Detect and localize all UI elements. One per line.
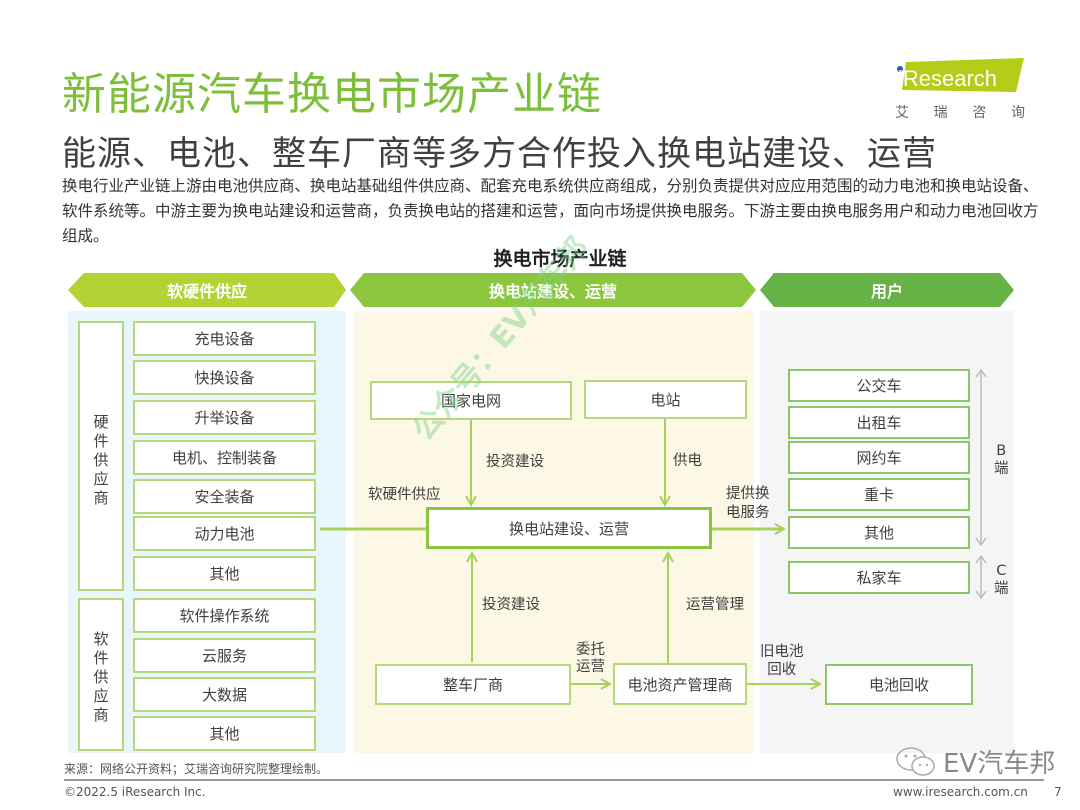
stage-label: 换电站建设、运营 bbox=[488, 282, 617, 301]
label-line: 提供换 bbox=[726, 486, 770, 502]
wechat-brand: EV汽车邦 bbox=[895, 743, 1055, 780]
hardware-item: 电机、控制装备 bbox=[133, 440, 316, 475]
software-item: 大数据 bbox=[133, 677, 316, 712]
user-item: 出租车 bbox=[788, 406, 970, 439]
hardware-item: 动力电池 bbox=[133, 516, 316, 551]
user-item: 私家车 bbox=[788, 561, 970, 594]
node-label: 电池资产管理商 bbox=[627, 675, 733, 694]
edge-label-entrust: 委托 运营 bbox=[576, 642, 605, 676]
item-label: 网约车 bbox=[856, 449, 902, 467]
item-label: 其他 bbox=[863, 524, 894, 542]
node-power-station: 电站 bbox=[584, 380, 747, 419]
stage-label: 软硬件供应 bbox=[166, 282, 247, 301]
logo-char: 艾 bbox=[895, 105, 909, 121]
item-label: 私家车 bbox=[856, 569, 902, 587]
item-label: 重卡 bbox=[863, 486, 894, 504]
label-line: 端 bbox=[994, 581, 1009, 597]
hardware-item: 安全装备 bbox=[133, 479, 316, 514]
edge-label-supply: 软硬件供应 bbox=[368, 487, 441, 503]
edge-label-operation-mgmt: 运营管理 bbox=[686, 597, 744, 613]
node-oem: 整车厂商 bbox=[375, 664, 571, 705]
hardware-item: 其他 bbox=[133, 556, 316, 591]
item-label: 动力电池 bbox=[194, 525, 255, 543]
logo-icon: iResearch bbox=[897, 58, 1024, 92]
footer-divider bbox=[64, 779, 1044, 781]
node-label: 整车厂商 bbox=[442, 676, 503, 694]
b-end-label: B 端 bbox=[994, 442, 1009, 478]
page-description: 换电行业产业链上游由电池供应商、换电站基础组件供应商、配套充电系统供应商组成，分… bbox=[62, 177, 1039, 245]
item-label: 充电设备 bbox=[194, 330, 255, 348]
edge-label-oem-invest: 投资建设 bbox=[482, 597, 540, 613]
label-line: B bbox=[996, 443, 1007, 459]
software-item: 其他 bbox=[133, 716, 316, 751]
edge-label-power-supply: 供电 bbox=[673, 453, 702, 469]
node-label: 电站 bbox=[650, 391, 681, 409]
user-item: 网约车 bbox=[788, 441, 970, 474]
node-state-grid: 国家电网 bbox=[370, 381, 572, 420]
user-item: 公交车 bbox=[788, 369, 970, 402]
item-label: 软件操作系统 bbox=[179, 607, 270, 625]
item-label: 快换设备 bbox=[194, 369, 255, 387]
edge-label-grid-invest: 投资建设 bbox=[486, 454, 544, 470]
software-supplier-label: 软件供应商 bbox=[93, 630, 109, 724]
hardware-item: 快换设备 bbox=[133, 360, 316, 395]
source-note: 来源：网络公开资料；艾瑞咨询研究院整理绘制。 bbox=[64, 762, 329, 776]
item-label: 云服务 bbox=[201, 647, 247, 665]
label-line: C bbox=[996, 563, 1007, 579]
item-label: 出租车 bbox=[856, 414, 902, 432]
label-line: 回收 bbox=[767, 662, 797, 678]
stage-header-supply: 软硬件供应 bbox=[68, 273, 346, 307]
edge-label-service: 提供换 电服务 bbox=[726, 485, 770, 523]
node-label: 电池回收 bbox=[868, 676, 929, 694]
node-battery-asset-manager: 电池资产管理商 bbox=[613, 663, 747, 705]
item-label: 安全装备 bbox=[194, 488, 255, 506]
hardware-item: 充电设备 bbox=[133, 321, 316, 356]
item-label: 其他 bbox=[209, 565, 240, 583]
item-label: 升举设备 bbox=[194, 409, 255, 427]
logo-char: 咨 bbox=[972, 105, 987, 121]
c-end-label: C 端 bbox=[994, 562, 1009, 598]
user-item: 其他 bbox=[788, 516, 970, 549]
stage-label: 用户 bbox=[870, 282, 903, 301]
logo-subtitle: 艾 瑞 咨 询 bbox=[895, 102, 1025, 122]
page-number: 7 bbox=[1054, 785, 1062, 799]
page-title: 新能源汽车换电市场产业链 bbox=[62, 69, 602, 120]
edge-label-recycle: 旧电池 回收 bbox=[760, 643, 804, 679]
wechat-icon bbox=[896, 746, 935, 776]
software-supplier-group bbox=[78, 598, 124, 751]
label-line: 旧电池 bbox=[760, 644, 804, 660]
software-item: 云服务 bbox=[133, 638, 316, 673]
logo-char: 瑞 bbox=[933, 105, 948, 121]
label-line: 运营 bbox=[576, 659, 605, 675]
diagram-title: 换电市场产业链 bbox=[493, 248, 627, 270]
hardware-supplier-group bbox=[78, 321, 124, 591]
item-label: 大数据 bbox=[201, 686, 247, 704]
label-line: 端 bbox=[994, 461, 1009, 477]
stage-header-users: 用户 bbox=[760, 273, 1014, 307]
node-label: 换电站建设、运营 bbox=[508, 519, 629, 538]
svg-text:iResearch: iResearch bbox=[898, 66, 997, 91]
hardware-item: 升举设备 bbox=[133, 400, 316, 435]
label-line: 委托 bbox=[576, 642, 605, 658]
iresearch-logo: iResearch bbox=[896, 58, 1026, 92]
page-subtitle: 能源、电池、整车厂商等多方合作投入换电站建设、运营 bbox=[62, 134, 937, 174]
label-line: 电服务 bbox=[726, 505, 770, 521]
copyright: ©2022.5 iResearch Inc. bbox=[64, 785, 206, 799]
hardware-supplier-label: 硬件供应商 bbox=[93, 413, 109, 507]
logo-char: 询 bbox=[1010, 105, 1025, 121]
stage-header-station: 换电站建设、运营 bbox=[350, 273, 756, 307]
wechat-brand-label: EV汽车邦 bbox=[943, 749, 1056, 779]
item-label: 电机、控制装备 bbox=[171, 449, 277, 467]
user-item: 重卡 bbox=[788, 478, 970, 511]
node-battery-recycle: 电池回收 bbox=[825, 664, 973, 705]
node-label: 国家电网 bbox=[440, 392, 501, 410]
node-swap-station-core: 换电站建设、运营 bbox=[426, 507, 712, 549]
software-item: 软件操作系统 bbox=[133, 598, 316, 633]
item-label: 公交车 bbox=[856, 377, 902, 395]
item-label: 其他 bbox=[209, 725, 240, 743]
footer-url: www.iresearch.com.cn bbox=[893, 785, 1028, 799]
